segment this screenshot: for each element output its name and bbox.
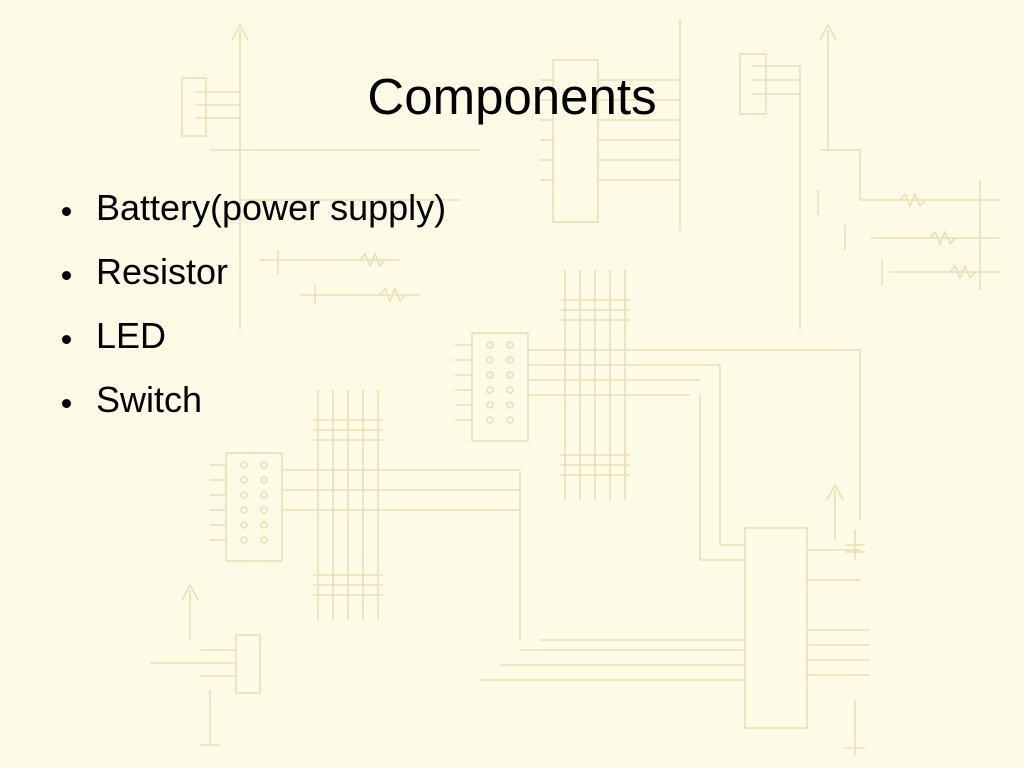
slide-title: Components	[367, 68, 657, 125]
bullet-icon	[62, 207, 71, 216]
list-item: Resistor	[58, 244, 446, 308]
list-item: LED	[58, 308, 446, 372]
list-item: Battery(power supply)	[58, 180, 446, 244]
bullet-text: Battery(power supply)	[96, 187, 447, 228]
bullet-list: Battery(power supply) Resistor LED Switc…	[58, 180, 446, 436]
list-item: Switch	[58, 372, 446, 436]
bullet-icon	[62, 271, 71, 280]
bullet-text: Resistor	[96, 251, 229, 292]
bullet-icon	[62, 335, 71, 344]
bullet-text: LED	[96, 315, 167, 356]
bullet-icon	[62, 399, 71, 408]
bullet-text: Switch	[96, 379, 203, 420]
